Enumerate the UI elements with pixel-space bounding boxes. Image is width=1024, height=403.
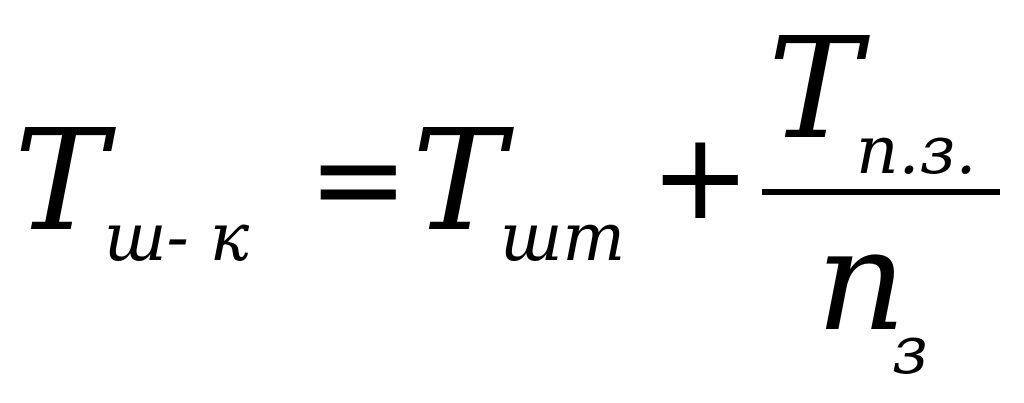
equals-sign: = xyxy=(308,110,409,249)
plus-sign: + xyxy=(650,108,751,247)
numerator-subscript: п.з. xyxy=(856,112,977,189)
denominator-subscript: з xyxy=(892,312,928,389)
lhs-subscript: ш- к xyxy=(104,199,250,276)
term1-subscript: шт xyxy=(500,199,626,276)
lhs-symbol: T xyxy=(14,100,108,263)
numerator-symbol: T xyxy=(768,8,862,171)
denominator-symbol: n xyxy=(816,200,907,363)
term1-symbol: T xyxy=(412,100,506,263)
fraction-bar xyxy=(762,189,1000,195)
